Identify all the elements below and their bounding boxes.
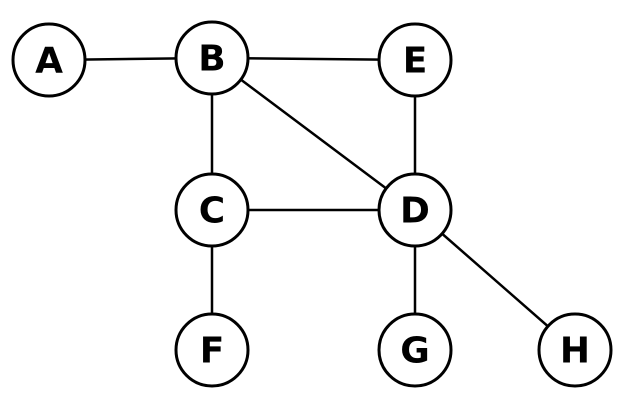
node-label-a: A (35, 41, 63, 82)
node-circle-h (537, 312, 613, 388)
edge-b-d (210, 56, 417, 212)
node-g: G (377, 312, 453, 388)
node-circle-b (174, 20, 250, 96)
node-label-h: H (560, 331, 590, 372)
node-label-e: E (403, 41, 428, 82)
node-f: F (174, 312, 250, 388)
node-label-f: F (200, 331, 225, 372)
node-circle-d (377, 172, 453, 248)
node-label-c: C (199, 191, 225, 232)
nodes-layer: A B E C D F G H (11, 20, 613, 388)
edges-layer (47, 56, 577, 352)
node-label-b: B (198, 39, 225, 80)
node-circle-g (377, 312, 453, 388)
node-circle-e (377, 22, 453, 98)
node-h: H (537, 312, 613, 388)
node-a: A (11, 22, 87, 98)
node-c: C (174, 172, 250, 248)
node-circle-a (11, 22, 87, 98)
node-circle-c (174, 172, 250, 248)
node-label-d: D (400, 191, 430, 232)
node-d: D (377, 172, 453, 248)
node-label-g: G (400, 331, 430, 372)
node-circle-f (174, 312, 250, 388)
node-e: E (377, 22, 453, 98)
node-b: B (174, 20, 250, 96)
